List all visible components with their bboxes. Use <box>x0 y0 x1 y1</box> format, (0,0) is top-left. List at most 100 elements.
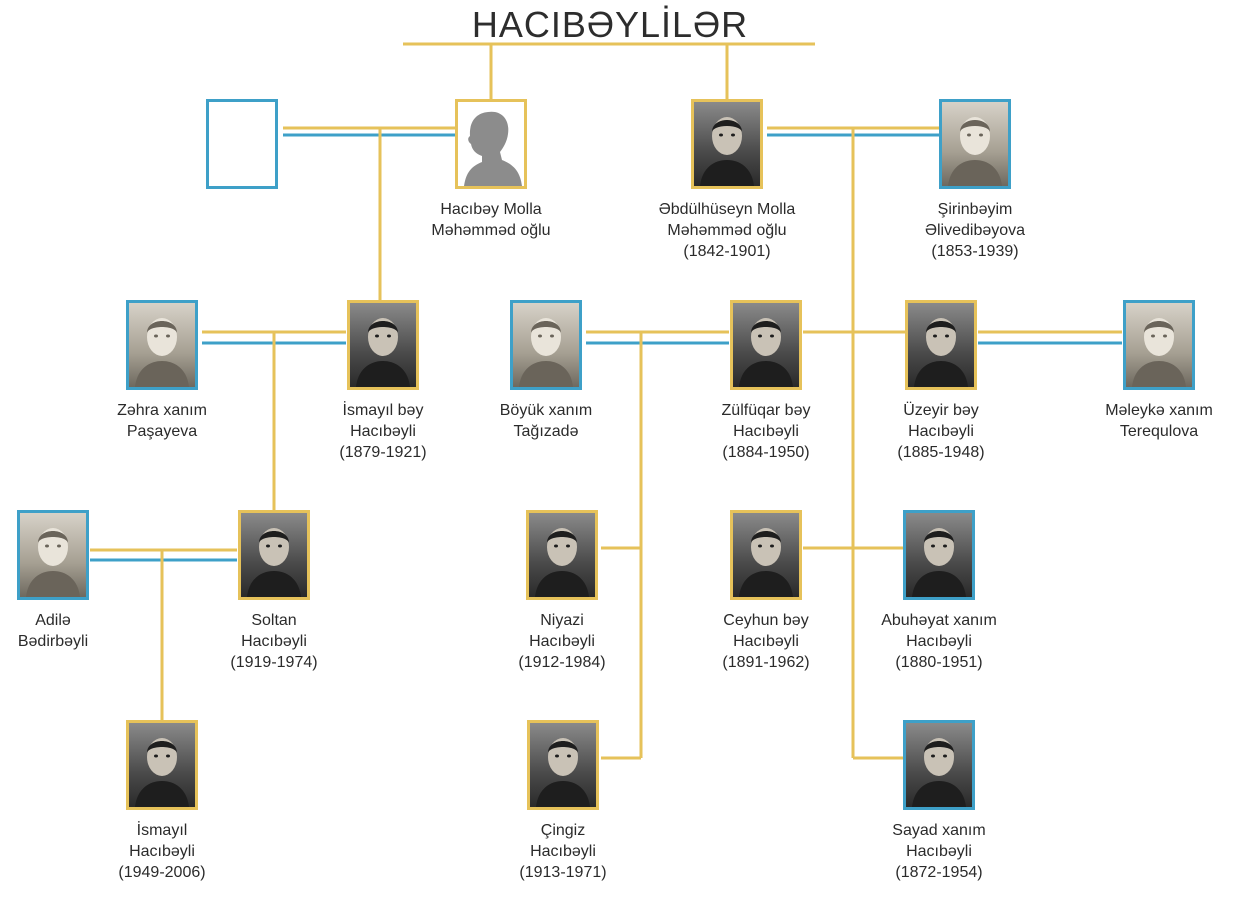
empty-photo-frame <box>206 99 278 189</box>
person-label-line: (1919-1974) <box>230 654 318 671</box>
person-label-line: Böyük xanım <box>499 402 593 419</box>
person-label-line: Adilə <box>35 612 71 629</box>
person-label-line: Hacıbəyli <box>350 423 416 440</box>
portrait-icon <box>912 738 966 807</box>
person-label-line: Hacıbəyli <box>906 633 972 650</box>
person-label-line: Əlivedibəyova <box>924 222 1026 239</box>
person-label-line: (1912-1984) <box>518 654 606 671</box>
person-label-line: (1884-1950) <box>722 444 810 461</box>
diagram-title: HACIBƏYLİLƏR <box>471 4 749 45</box>
person-label-line: Soltan <box>251 612 297 629</box>
portrait-icon <box>739 528 793 597</box>
portrait-icon <box>739 318 793 387</box>
portrait-icon <box>135 738 189 807</box>
person-label-line: Tağızadə <box>513 423 579 440</box>
person-label-line: İsmayıl <box>136 822 188 839</box>
portrait-photo <box>1123 300 1195 390</box>
portrait-photo <box>238 510 310 600</box>
portrait-photo <box>691 99 763 189</box>
portrait-icon <box>519 318 573 387</box>
portrait-icon <box>700 117 754 186</box>
silhouette-icon <box>458 102 524 186</box>
person-label-line: (1949-2006) <box>118 864 206 881</box>
portrait-photo <box>455 99 527 189</box>
person-label-line: Məleykə xanım <box>1105 402 1213 419</box>
person-label-line: Hacıbəyli <box>908 423 974 440</box>
person-label-line: Hacıbəyli <box>129 843 195 860</box>
portrait-photo <box>17 510 89 600</box>
person-label-line: Əbdülhüseyn Molla <box>658 201 796 218</box>
portrait-icon <box>535 528 589 597</box>
person-label-line: Abuhəyat xanım <box>881 612 997 629</box>
person-label-line: Sayad xanım <box>892 822 986 839</box>
portrait-icon <box>247 528 301 597</box>
person-label-line: Çingiz <box>540 822 586 839</box>
portrait-icon <box>948 117 1002 186</box>
person-label-line: (1891-1962) <box>722 654 810 671</box>
person-label-line: (1853-1939) <box>931 243 1019 260</box>
person-label-line: Zülfüqar bəy <box>721 402 811 419</box>
person-label-line: Üzeyir bəy <box>903 402 979 419</box>
person-label-line: Paşayeva <box>126 423 198 440</box>
person-label-line: Hacıbəyli <box>530 843 596 860</box>
person-label-line: (1913-1971) <box>519 864 607 881</box>
person-label-line: Hacıbəyli <box>241 633 307 650</box>
portrait-icon <box>356 318 410 387</box>
person-label-line: Ceyhun bəy <box>723 612 809 629</box>
person-label-line: (1872-1954) <box>895 864 983 881</box>
person-node-unknown_wife <box>172 99 312 189</box>
portrait-photo <box>526 510 598 600</box>
person-label-line: Şirinbəyim <box>937 201 1013 218</box>
portrait-photo <box>905 300 977 390</box>
portrait-icon <box>26 528 80 597</box>
portrait-photo <box>126 720 198 810</box>
person-label-line: Hacıbəyli <box>906 843 972 860</box>
person-label-line: (1879-1921) <box>339 444 427 461</box>
person-label-line: Zəhra xanım <box>117 402 207 419</box>
portrait-icon <box>914 318 968 387</box>
portrait-photo <box>126 300 198 390</box>
portrait-photo <box>730 300 802 390</box>
portrait-photo <box>527 720 599 810</box>
portrait-icon <box>912 528 966 597</box>
person-label-line: (1885-1948) <box>897 444 985 461</box>
person-label-line: Hacıbəyli <box>529 633 595 650</box>
person-label-line: İsmayıl bəy <box>342 402 424 419</box>
person-label-line: Bədirbəyli <box>17 633 89 650</box>
portrait-icon <box>135 318 189 387</box>
person-label-line: Hacıbəyli <box>733 633 799 650</box>
portrait-icon <box>536 738 590 807</box>
portrait-photo <box>903 720 975 810</box>
person-label-line: Məhəmməd oğlu <box>431 222 551 239</box>
portrait-icon <box>1132 318 1186 387</box>
person-label-line: (1880-1951) <box>895 654 983 671</box>
portrait-photo <box>510 300 582 390</box>
